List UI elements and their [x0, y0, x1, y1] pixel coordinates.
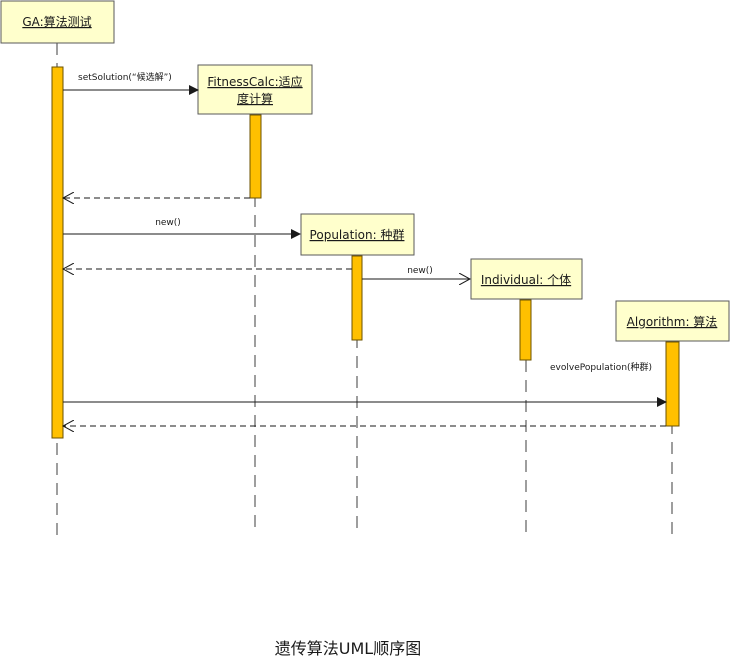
object-ga: GA:算法测试 — [0, 0, 115, 44]
object-fitness-calc-label-line2: 度计算 — [237, 91, 273, 106]
object-individual-label: Individual: 个体 — [481, 273, 571, 287]
object-population-label: Population: 种群 — [310, 228, 405, 242]
activation-algorithm — [665, 341, 680, 427]
activation-population — [351, 255, 363, 341]
message-new-individual-label: new() — [407, 266, 433, 276]
message-evolve-population-label: evolvePopulation(种群) — [550, 361, 652, 373]
activation-fitness-calc — [249, 114, 262, 199]
message-set-solution-label: setSolution(“候选解”) — [78, 71, 172, 83]
object-fitness-calc-label-line1: FitnessCalc:适应 — [207, 74, 302, 89]
object-algorithm-label: Algorithm: 算法 — [627, 314, 718, 329]
object-ga-label: GA:算法测试 — [22, 14, 91, 29]
activation-ga — [51, 66, 64, 439]
object-population: Population: 种群 — [300, 213, 415, 256]
message-new-population-label: new() — [155, 218, 181, 228]
object-individual: Individual: 个体 — [470, 258, 583, 300]
diagram-caption: 遗传算法UML顺序图 — [275, 639, 421, 658]
object-algorithm: Algorithm: 算法 — [615, 300, 730, 342]
activation-individual — [519, 299, 532, 361]
object-fitness-calc: FitnessCalc:适应 度计算 — [197, 64, 313, 115]
